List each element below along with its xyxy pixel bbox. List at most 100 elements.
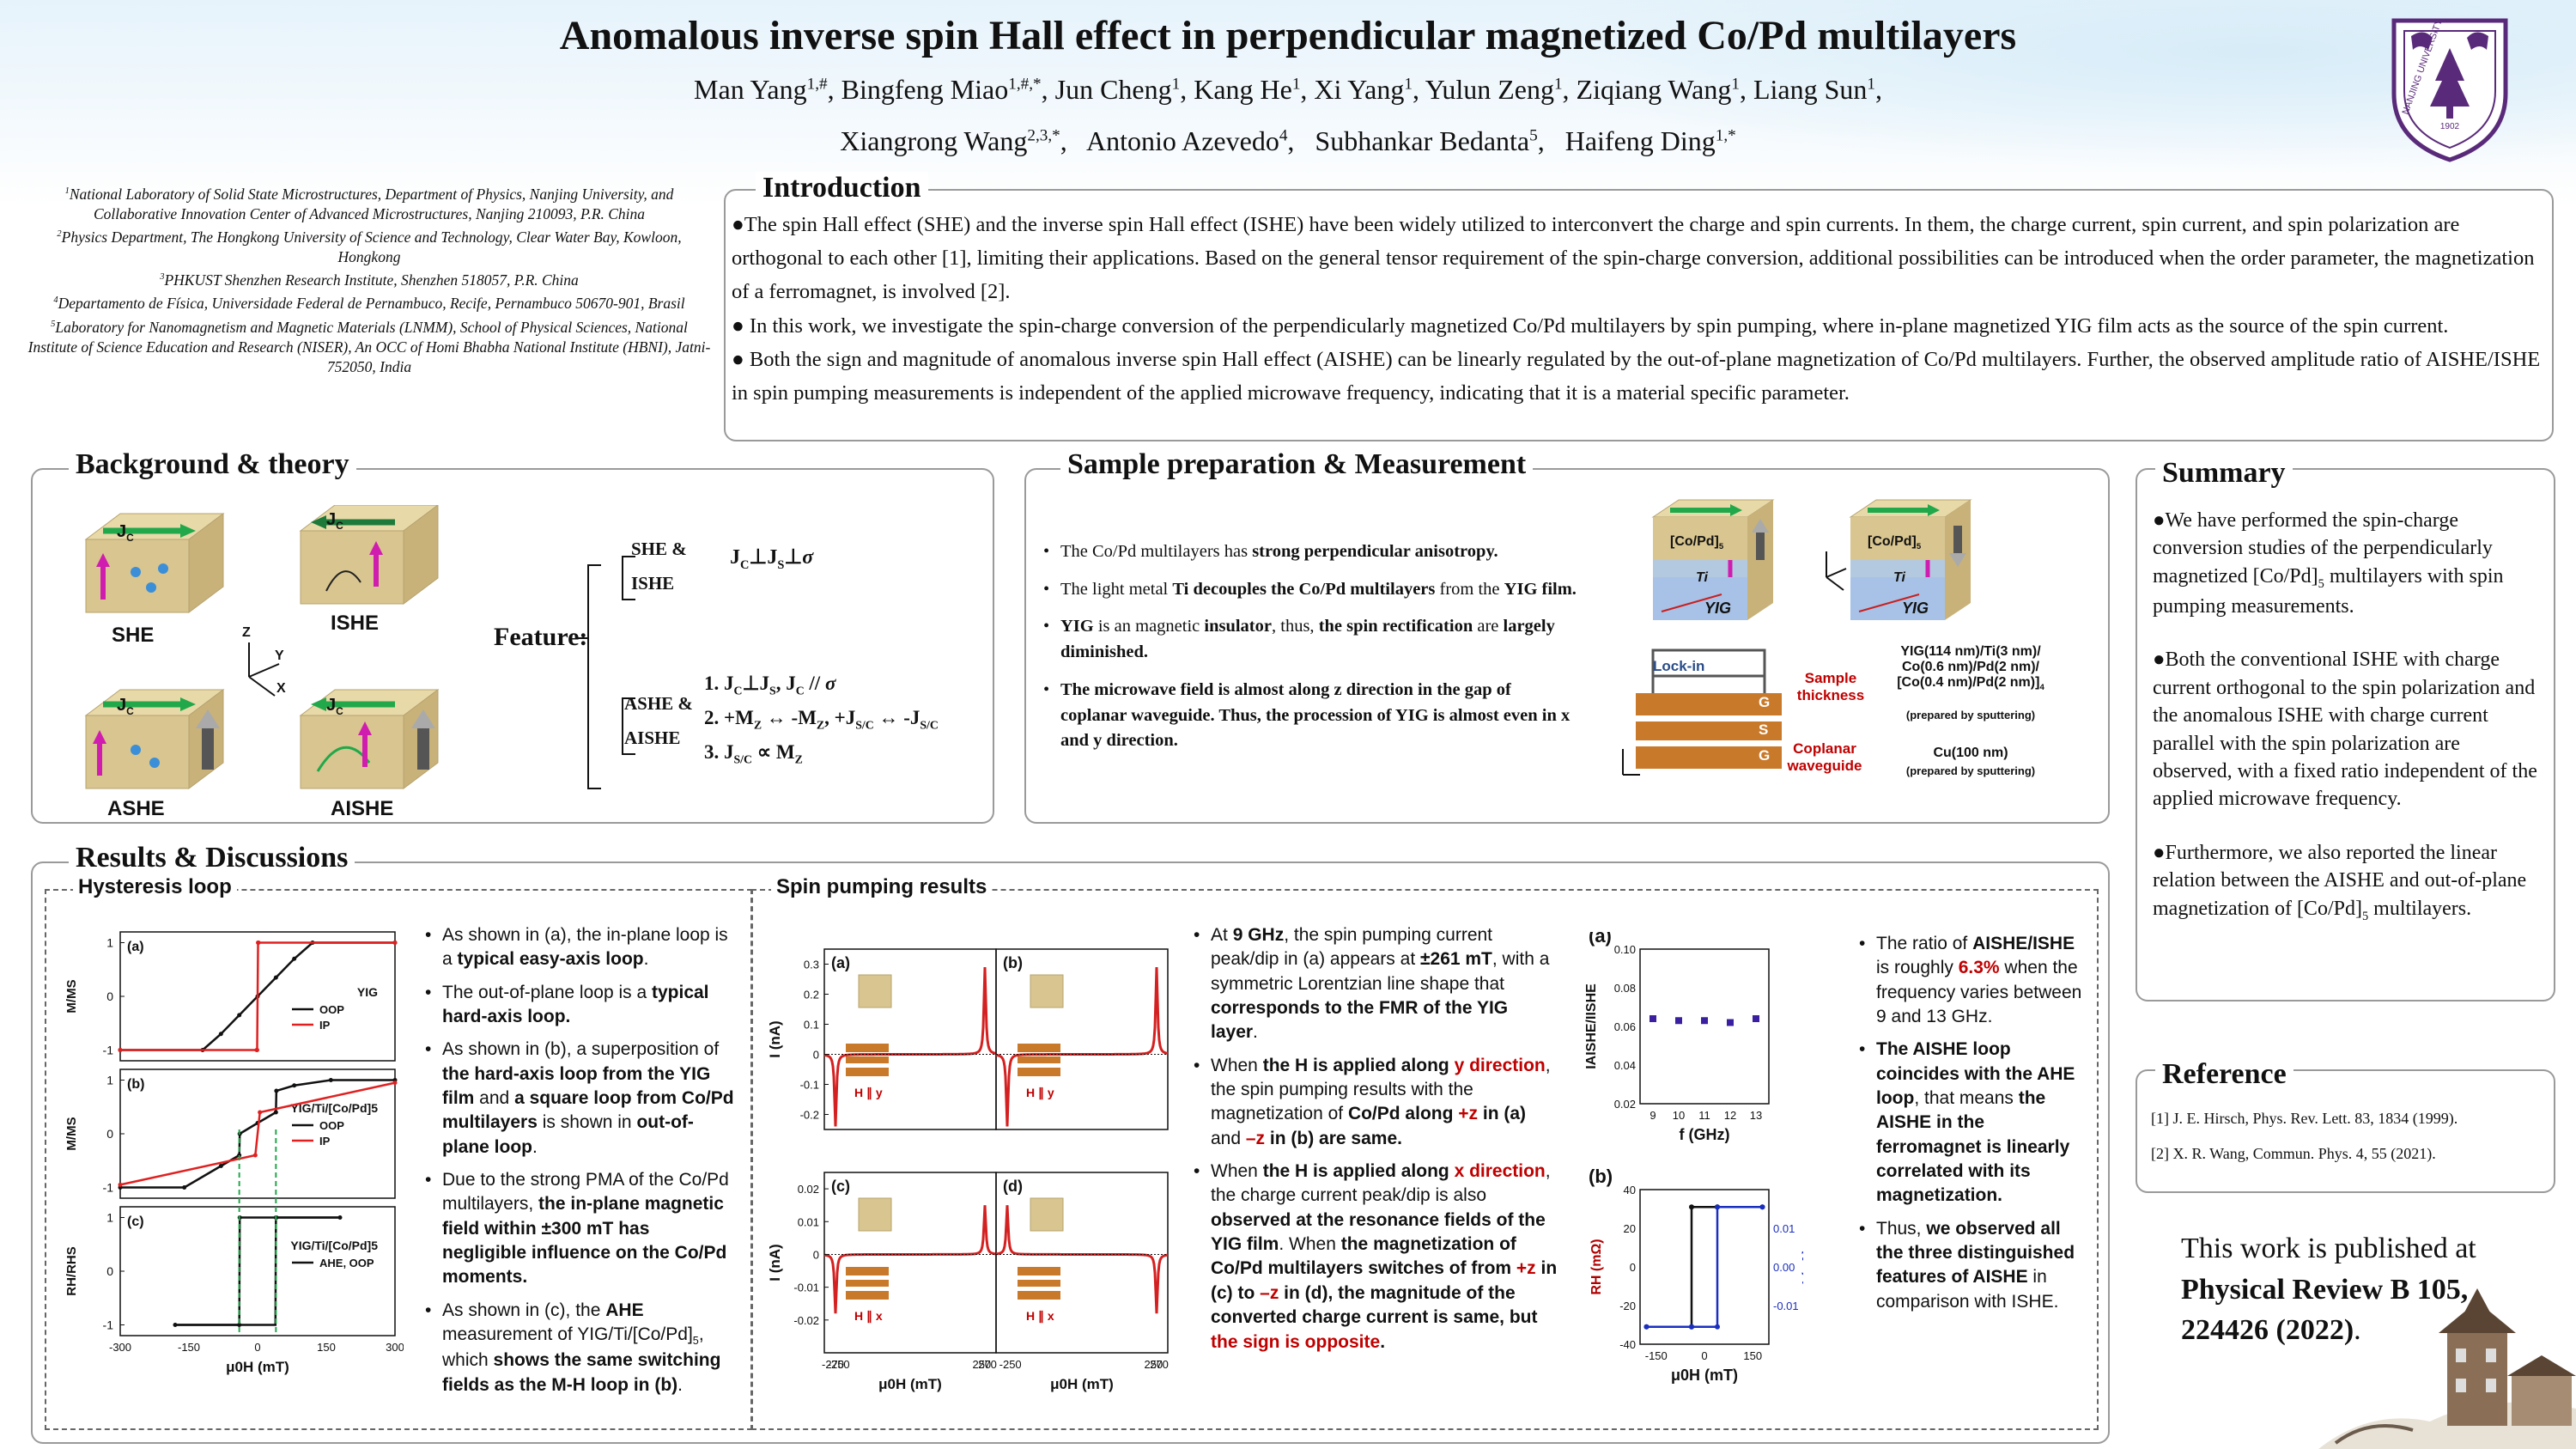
- lockin-label: Lock-in: [1653, 658, 1705, 674]
- authors-line-2: Xiangrong Wang2,3,*, Antonio Azevedo4, S…: [840, 125, 1736, 156]
- published-line1: This work is published at: [2181, 1233, 2476, 1264]
- ratio-bullets: The ratio of AISHE/ISHE is roughly 6.3% …: [1859, 932, 2091, 1323]
- y-tick-label: 1: [106, 936, 113, 950]
- affiliation: 3PHKUST Shenzhen Research Institute, She…: [160, 271, 579, 289]
- y-axis-label: I (nA): [767, 1244, 783, 1281]
- feature-label: Feature:: [494, 623, 588, 651]
- ratio-bullet: The ratio of AISHE/ISHE is roughly 6.3% …: [1859, 932, 2091, 1029]
- inset-waveguide: [1018, 1291, 1060, 1300]
- series-line: [1646, 1206, 1763, 1328]
- author: Antonio Azevedo4: [1085, 125, 1288, 156]
- y-tick-label: -1: [103, 1318, 114, 1332]
- spin-bullet: When the H is applied along y direction,…: [1194, 1054, 1558, 1151]
- y-axis-label: I (nA): [767, 1020, 783, 1057]
- x-axis-label: f (GHz): [1680, 1126, 1730, 1143]
- author: Liang Sun1: [1753, 74, 1875, 105]
- y-tick-label: 1: [106, 1074, 113, 1087]
- sample-title: Sample preparation & Measurement: [1060, 448, 1534, 481]
- x-tick-label: 270: [1150, 1358, 1169, 1371]
- ashe-feature: 2. +MZ ↔ -MZ, +JS/C ↔ -JS/C: [704, 707, 939, 732]
- panel-label: (b): [1003, 954, 1023, 971]
- y-tick-label: 0.06: [1614, 1020, 1636, 1033]
- she-label: SHE: [112, 624, 155, 647]
- panel-label: (a): [831, 954, 850, 971]
- sample-thickness-label: Sample thickness: [1796, 670, 1865, 703]
- data-point: [1715, 1204, 1720, 1210]
- field-direction-label: H ∥ y: [1026, 1086, 1054, 1100]
- reference-title: Reference: [2155, 1058, 2293, 1091]
- plot-frame: [823, 948, 997, 1130]
- spin-bullet: When the H is applied along x direction,…: [1194, 1160, 1558, 1355]
- plot-frame: [823, 1172, 997, 1354]
- author: Xiangrong Wang2,3,*: [840, 125, 1060, 156]
- data-point: [392, 941, 398, 945]
- x-tick-label: -250: [828, 1358, 850, 1371]
- x-tick-label: -250: [999, 1358, 1022, 1371]
- inset-waveguide: [846, 1056, 889, 1063]
- background-cubes-diagram: [84, 505, 635, 789]
- spin-pumping-bullets: At 9 GHz, the spin pumping current peak/…: [1194, 923, 1558, 1363]
- copd-label-left: [Co/Pd]5: [1670, 534, 1724, 552]
- data-point: [273, 975, 278, 980]
- published-note: This work is published at Physical Revie…: [2181, 1233, 2476, 1347]
- data-point: [1675, 1017, 1682, 1025]
- reference-item: [1] J. E. Hirsch, Phys. Rev. Lett. 83, 1…: [2151, 1110, 2458, 1127]
- legend-entry: IP: [319, 1019, 331, 1032]
- yig-label-left: YIG: [1704, 600, 1732, 617]
- poster-title: Anomalous inverse spin Hall effect in pe…: [559, 13, 2017, 58]
- panel-label: (a): [1589, 932, 1612, 947]
- nanjing-university-logo: 1902 NANJING UNIVERSITY: [2391, 17, 2508, 162]
- x-axis-label: μ0H (mT): [1671, 1367, 1738, 1384]
- panel-label: (b): [127, 1077, 144, 1092]
- inset-cube: [858, 1197, 892, 1232]
- hysteresis-title: Hysteresis loop: [73, 875, 237, 899]
- panel-label: (d): [1003, 1178, 1023, 1195]
- waveguide-label: Coplanar waveguide: [1787, 740, 1862, 774]
- author: Kang He1: [1194, 74, 1301, 105]
- introduction-title: Introduction: [756, 172, 928, 204]
- data-point: [237, 1013, 242, 1018]
- authors-line-1: Man Yang1,#, Bingfeng Miao1,#,*, Jun Che…: [694, 74, 1882, 105]
- x-tick-label: -150: [1645, 1349, 1668, 1362]
- background-title: Background & theory: [69, 448, 356, 481]
- author: Yulun Zeng1: [1425, 74, 1563, 105]
- y-axis-label: M/MS: [64, 1117, 79, 1150]
- y-tick-label: 0.02: [1614, 1098, 1636, 1111]
- y-tick-label: 0: [106, 1127, 113, 1141]
- author: Ziqiang Wang1: [1576, 74, 1740, 105]
- axis-y: Y: [275, 648, 284, 663]
- affiliation: 5Laboratory for Nanomagnetism and Magnet…: [27, 318, 711, 375]
- y-axis-label: IAISHE/IISHE: [1584, 983, 1599, 1069]
- y-tick-label: -1: [103, 1181, 114, 1195]
- intro-bullet: ● Both the sign and magnitude of anomalo…: [732, 347, 2541, 405]
- y2-tick-label: -0.01: [1773, 1300, 1799, 1312]
- introduction-body: ●The spin Hall effect (SHE) and the inve…: [732, 208, 2545, 410]
- data-point: [274, 1088, 279, 1093]
- data-point: [218, 1032, 223, 1037]
- inset-waveguide: [1018, 1044, 1060, 1052]
- y-tick-label: -40: [1619, 1338, 1636, 1351]
- legend-entry: IP: [319, 1135, 331, 1148]
- y-tick-label: 0: [1630, 1261, 1636, 1274]
- inset-cube: [858, 974, 892, 1008]
- plot-frame: [1639, 948, 1770, 1105]
- jc-label-she: JC: [117, 522, 134, 544]
- author: Haifeng Ding1,*: [1564, 125, 1736, 156]
- x-axis-label: μ0H (mT): [878, 1376, 942, 1392]
- ratio-bullet: Thus, we observed all the three distingu…: [1859, 1217, 2091, 1314]
- y2-tick-label: 0.01: [1773, 1222, 1795, 1235]
- x-tick-label: 270: [978, 1358, 997, 1371]
- axis-z: Z: [242, 625, 251, 640]
- author: Jun Cheng1: [1054, 74, 1181, 105]
- published-journal: Physical Review B 105, 224426 (2022): [2181, 1273, 2469, 1347]
- data-point: [292, 1083, 297, 1088]
- axes-zyx: [248, 642, 280, 697]
- field-direction-label: H ∥ x: [854, 1309, 883, 1324]
- campus-tower-illustration: [2318, 1288, 2576, 1449]
- spin-pumping-charts: (a)0.30.20.10-0.1-0.2I (nA)H ∥ y(b)H ∥ y…: [767, 948, 1169, 1392]
- plot-frame: [119, 1206, 396, 1336]
- intro-bullet: ● In this work, we investigate the spin-…: [732, 314, 2449, 338]
- data-point: [118, 1182, 123, 1187]
